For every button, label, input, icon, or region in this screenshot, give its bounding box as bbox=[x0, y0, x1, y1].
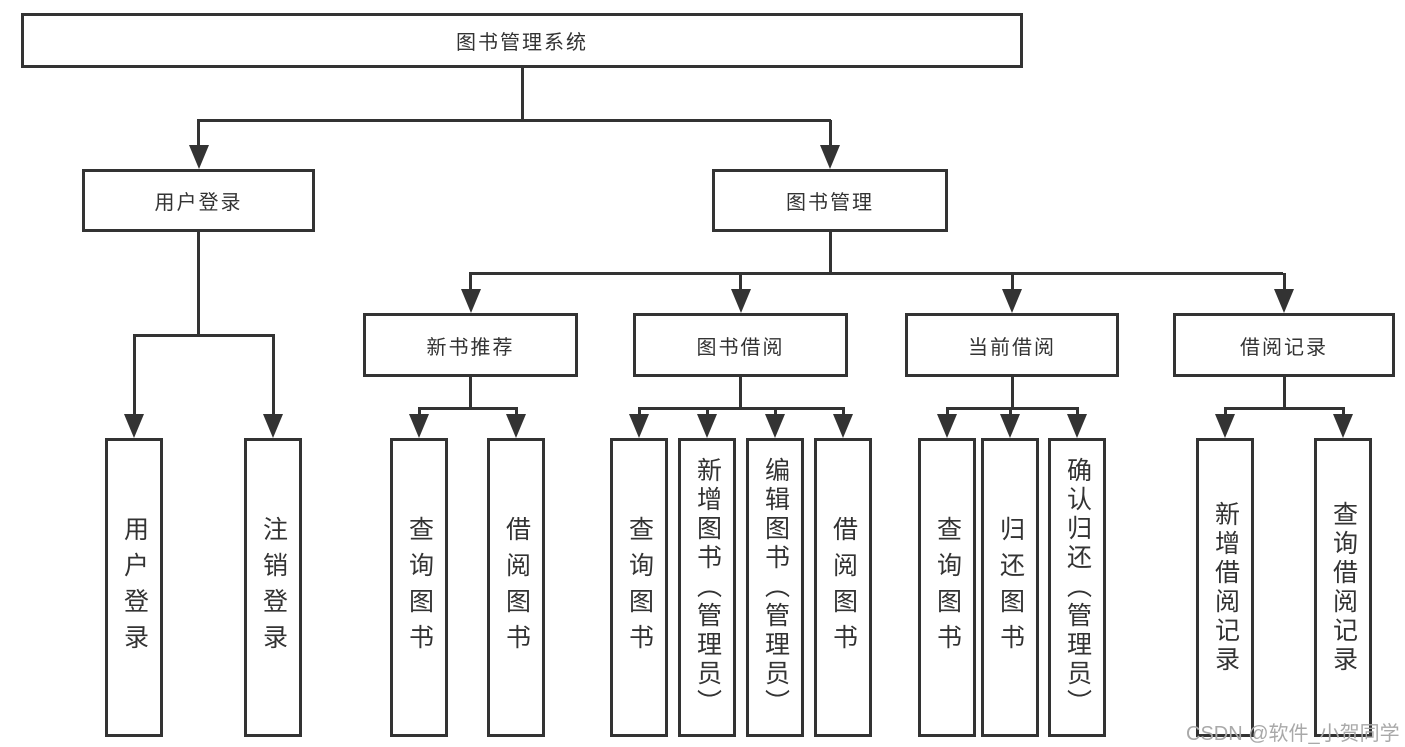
connector-rec-stem bbox=[469, 377, 472, 408]
node-book-management: 图书管理 bbox=[712, 169, 948, 232]
arrow-to-user-login bbox=[197, 120, 200, 145]
connector-current-rail bbox=[945, 406, 1079, 410]
arrow-to-current-borrow bbox=[1010, 273, 1014, 289]
node-label: 注销登录 bbox=[259, 515, 288, 660]
node-borrow-record: 借阅记录 bbox=[1173, 313, 1395, 377]
arrow-to-leaf-logout bbox=[271, 335, 275, 414]
connector-mgmt-stem bbox=[828, 232, 832, 273]
arrow-to-cb-confirm bbox=[1075, 408, 1079, 414]
arrow-to-bb-edit bbox=[773, 408, 777, 414]
arrow-to-log-add bbox=[1223, 408, 1227, 414]
connector-borrow-rail bbox=[637, 406, 845, 410]
node-current-borrow: 当前借阅 bbox=[905, 313, 1119, 377]
connector-record-rail bbox=[1223, 406, 1345, 410]
node-label: 图书借阅 bbox=[696, 336, 785, 359]
node-label: 借阅图书 bbox=[829, 515, 858, 660]
node-leaf-user-login: 用户登录 bbox=[105, 438, 163, 737]
node-leaf-logout: 注销登录 bbox=[244, 438, 302, 737]
node-leaf-cb-query-book: 查询图书 bbox=[918, 438, 976, 737]
node-leaf-log-query-record: 查询借阅记录 bbox=[1314, 438, 1372, 737]
node-label: 用户登录 bbox=[154, 192, 243, 214]
node-label: 新书推荐 bbox=[426, 336, 515, 359]
node-label: 新增借阅记录 bbox=[1211, 500, 1240, 675]
arrow-to-book-borrow bbox=[739, 273, 742, 289]
csdn-watermark: CSDN @软件_小贺同学 bbox=[1186, 723, 1400, 745]
connector-login-rail bbox=[132, 333, 275, 337]
node-label: 用户登录 bbox=[120, 515, 149, 660]
connector-root-rail bbox=[197, 118, 831, 122]
node-label: 编辑图书（管理员） bbox=[761, 457, 790, 718]
node-leaf-bb-borrow-book: 借阅图书 bbox=[814, 438, 872, 737]
node-leaf-log-add-record: 新增借阅记录 bbox=[1196, 438, 1254, 737]
connector-mgmt-rail bbox=[469, 271, 1283, 275]
arrow-to-book-management bbox=[828, 120, 832, 145]
node-label: 查询借阅记录 bbox=[1329, 500, 1358, 675]
node-new-book-recommend: 新书推荐 bbox=[363, 313, 578, 377]
arrow-to-cb-return bbox=[1008, 408, 1012, 414]
arrow-to-new-book-recommend bbox=[469, 273, 472, 289]
node-leaf-bb-add-book-admin: 新增图书（管理员） bbox=[678, 438, 736, 737]
arrow-to-bb-query bbox=[637, 408, 641, 414]
arrow-to-rec-borrow bbox=[514, 408, 518, 414]
connector-current-stem bbox=[1010, 377, 1014, 408]
node-label: 当前借阅 bbox=[968, 336, 1056, 359]
arrow-to-bb-add bbox=[705, 408, 709, 414]
connector-borrow-stem bbox=[739, 377, 742, 408]
node-book-borrow: 图书借阅 bbox=[633, 313, 848, 377]
node-label: 查询图书 bbox=[933, 515, 962, 660]
node-label: 借阅图书 bbox=[502, 515, 531, 660]
arrow-to-bb-borrow bbox=[841, 408, 845, 414]
node-user-login: 用户登录 bbox=[82, 169, 315, 232]
arrow-to-rec-query bbox=[417, 408, 421, 414]
node-label: 归还图书 bbox=[996, 515, 1025, 660]
node-leaf-bb-edit-book-admin: 编辑图书（管理员） bbox=[746, 438, 804, 737]
node-leaf-cb-confirm-return-admin: 确认归还（管理员） bbox=[1048, 438, 1106, 737]
node-label: 图书管理系统 bbox=[456, 32, 588, 54]
arrow-to-leaf-user-login bbox=[132, 335, 136, 414]
node-label: 查询图书 bbox=[625, 515, 654, 660]
node-leaf-rec-query-book: 查询图书 bbox=[390, 438, 448, 737]
connector-root-stem bbox=[520, 68, 524, 120]
node-label: 确认归还（管理员） bbox=[1063, 457, 1092, 718]
node-label: 借阅记录 bbox=[1240, 336, 1328, 359]
connector-rec-rail bbox=[417, 406, 518, 410]
node-label: 查询图书 bbox=[405, 515, 434, 660]
node-label: 新增图书（管理员） bbox=[693, 457, 722, 718]
connector-record-stem bbox=[1282, 377, 1286, 408]
arrow-to-cb-query bbox=[945, 408, 949, 414]
arrow-to-log-query bbox=[1341, 408, 1345, 414]
node-leaf-bb-query-book: 查询图书 bbox=[610, 438, 668, 737]
node-leaf-rec-borrow-book: 借阅图书 bbox=[487, 438, 545, 737]
arrow-to-borrow-record bbox=[1282, 273, 1286, 289]
node-library-management-system: 图书管理系统 bbox=[21, 13, 1023, 68]
connector-login-stem bbox=[197, 232, 200, 335]
node-leaf-cb-return-book: 归还图书 bbox=[981, 438, 1039, 737]
node-label: 图书管理 bbox=[786, 192, 874, 214]
